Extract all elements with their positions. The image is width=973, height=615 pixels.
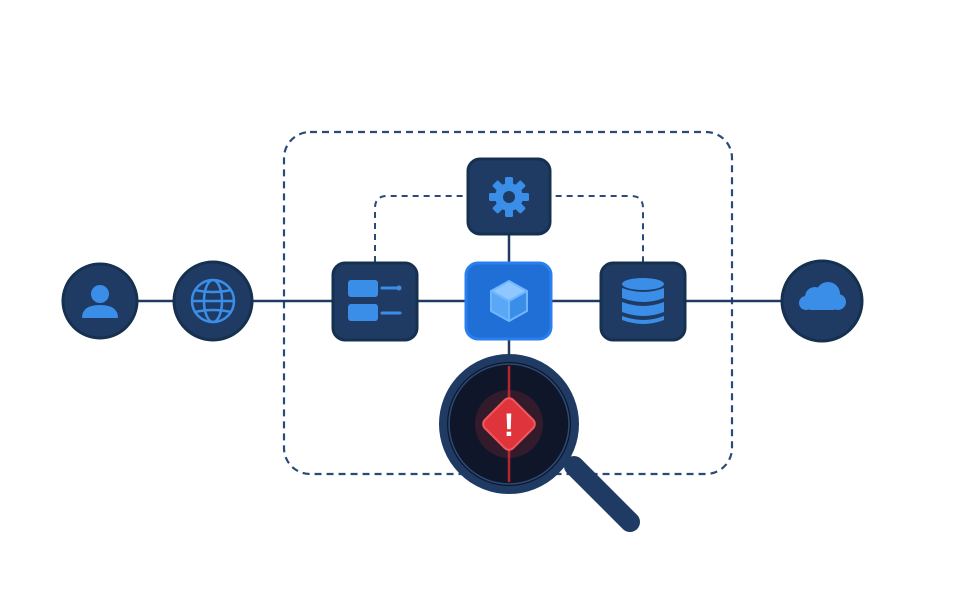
node-load-balancer — [331, 261, 419, 342]
magnifier-handle — [564, 456, 640, 532]
cloud-icon — [799, 282, 846, 310]
gear-icon — [489, 177, 529, 217]
server-rack-icon — [348, 280, 402, 321]
alert-symbol: ! — [504, 407, 515, 443]
globe-icon — [190, 278, 236, 324]
inner-dashed-connector — [374, 195, 644, 262]
node-user — [61, 262, 139, 340]
node-internet — [172, 260, 254, 342]
warning-diamond-icon: ! — [482, 397, 536, 451]
database-icon — [622, 278, 664, 324]
node-service — [464, 261, 553, 341]
magnifier-icon: ! — [439, 354, 640, 532]
node-database — [599, 261, 687, 342]
node-cloud — [780, 259, 864, 343]
node-config — [466, 157, 552, 236]
cube-icon — [490, 280, 528, 322]
user-icon — [82, 285, 118, 318]
